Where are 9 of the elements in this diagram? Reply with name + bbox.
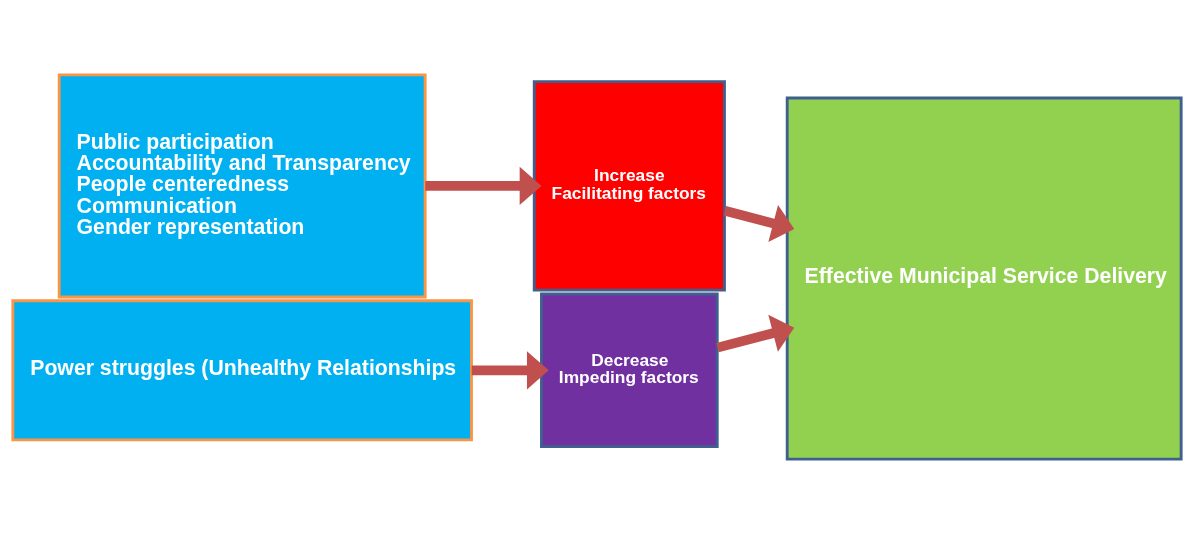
node-box: Effective Municipal Service Delivery [785,96,1183,461]
node-box: Public participation Accountability and Transparency People centeredness Communication Gender representation [57,72,427,298]
node-box: Decrease Impeding factors [540,292,719,448]
arrow [471,350,549,389]
arrow [425,166,542,205]
node-box: Power struggles (Unhealthy Relationships [11,298,473,441]
arrow [716,314,795,352]
arrow [723,204,795,242]
node-box: Increase Facilitating factors [532,79,726,292]
